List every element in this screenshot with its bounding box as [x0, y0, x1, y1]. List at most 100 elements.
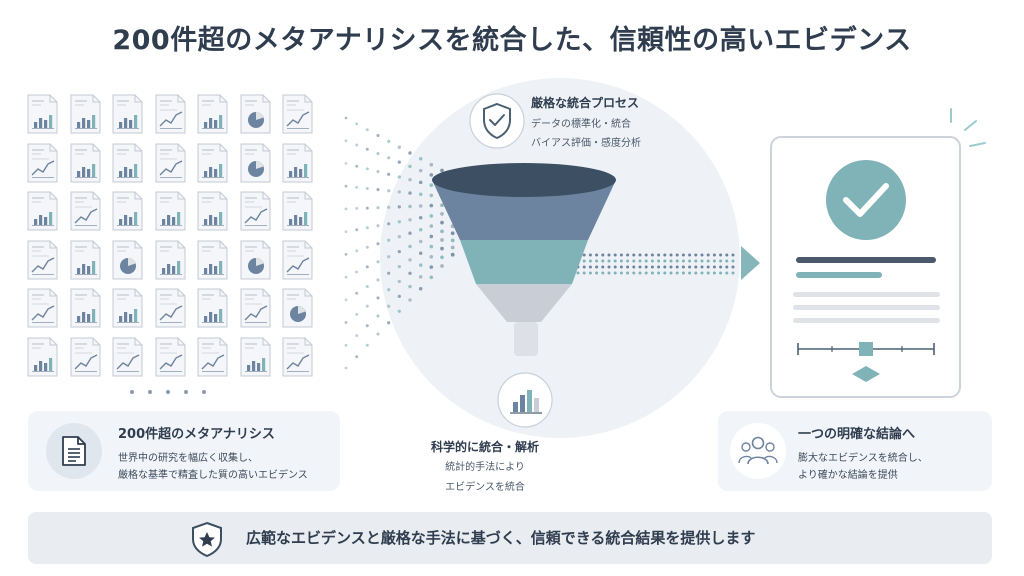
science-title: 科学的に統合・解析 — [430, 440, 539, 454]
card-line: より確かな結論を提供 — [798, 470, 898, 481]
study-document-icon — [240, 191, 270, 231]
data-dot — [650, 265, 654, 269]
data-dot — [440, 264, 444, 268]
data-dot — [376, 206, 380, 210]
data-dot — [650, 259, 654, 263]
funnel-lower-section — [476, 284, 572, 322]
data-dot — [344, 230, 348, 234]
study-document-icon — [282, 337, 313, 376]
data-dot — [657, 271, 661, 275]
data-dot — [700, 265, 704, 269]
summary-banner: 広範なエビデンスと厳格な手法に基づく、信頼できる統合結果を提供します — [28, 512, 992, 564]
data-dot — [650, 271, 654, 275]
data-dot — [429, 234, 434, 239]
data-dot — [355, 355, 359, 359]
data-dot — [408, 244, 412, 249]
process-line: データの標準化・統合 — [531, 119, 631, 130]
sparkle-line — [969, 142, 986, 147]
data-dot — [344, 207, 348, 211]
data-dot — [613, 271, 617, 275]
study-document-icon — [112, 288, 143, 328]
data-dot — [397, 309, 401, 313]
data-dot — [429, 162, 434, 167]
page-title: 200件超のメタアナリシスを統合した、信頼性の高いエビデンス — [112, 25, 912, 56]
data-dot — [344, 298, 348, 302]
data-dot — [429, 173, 434, 177]
data-dot — [725, 259, 729, 263]
data-dot — [365, 187, 369, 190]
data-dot — [408, 218, 412, 222]
study-document-icon — [240, 288, 270, 328]
checkmark-icon — [826, 160, 906, 240]
card-line: 世界中の研究を幅広く収集し、 — [118, 453, 258, 464]
data-dot — [675, 271, 679, 275]
data-dot — [376, 332, 380, 336]
data-dot — [355, 249, 359, 253]
data-dot — [725, 271, 729, 275]
data-dot — [731, 259, 735, 263]
data-dot — [418, 192, 423, 196]
data-dot — [418, 180, 423, 185]
data-dot — [376, 188, 380, 192]
data-dot — [355, 164, 359, 168]
study-document-icon — [240, 94, 270, 134]
study-document-icon — [155, 240, 185, 279]
data-dot — [344, 253, 348, 256]
data-dot — [397, 190, 401, 194]
data-dot — [675, 259, 679, 263]
data-dot — [397, 279, 401, 284]
study-document-icon — [70, 288, 100, 328]
study-document-icon — [112, 143, 143, 182]
study-document-icon — [112, 191, 143, 231]
data-dot — [397, 264, 401, 269]
study-document-icon — [282, 191, 313, 231]
data-dot — [626, 265, 630, 269]
card-line: 厳格な基準で精査した質の高いエビデンス — [118, 470, 308, 481]
data-dot — [365, 285, 369, 288]
data-dot — [365, 226, 369, 230]
data-dot — [450, 231, 455, 236]
study-document-icon — [282, 143, 313, 182]
study-document-icon — [112, 337, 143, 376]
data-dot — [440, 246, 444, 251]
data-dot — [595, 265, 599, 269]
study-document-icon — [197, 191, 228, 231]
data-dot — [418, 157, 423, 161]
card-line: 膨大なエビデンスを統合し、 — [798, 453, 928, 464]
data-dot — [731, 271, 735, 275]
data-dot — [365, 167, 369, 171]
data-dot — [418, 275, 423, 279]
data-dot — [355, 185, 359, 189]
study-document-icon — [70, 240, 100, 279]
study-document-icon — [155, 288, 185, 328]
data-dot — [663, 265, 667, 269]
data-dot — [387, 271, 391, 275]
study-document-icon — [112, 240, 143, 279]
data-dot — [712, 259, 716, 263]
study-document-icon — [70, 191, 100, 231]
data-dot — [657, 259, 661, 263]
data-dot — [688, 265, 692, 269]
data-dot — [669, 265, 673, 269]
data-dot — [429, 265, 434, 269]
data-dot — [619, 265, 623, 269]
data-dot — [719, 271, 723, 275]
data-dot — [429, 224, 434, 228]
data-dot — [681, 265, 685, 269]
data-dot — [440, 220, 444, 225]
data-dot — [613, 265, 617, 269]
more-dot — [202, 390, 206, 394]
data-dot — [706, 259, 710, 263]
study-document-icon — [27, 240, 58, 279]
data-dot — [355, 291, 359, 295]
data-dot — [355, 312, 359, 316]
card-title: 一つの明確な結論へ — [798, 427, 916, 442]
data-dot — [408, 204, 412, 209]
data-dot — [582, 259, 586, 263]
data-dot — [719, 265, 723, 269]
study-document-icon — [282, 240, 313, 279]
data-dot — [601, 253, 605, 257]
data-dot — [582, 253, 586, 257]
study-document-icon — [70, 94, 100, 134]
data-dot — [644, 271, 648, 275]
